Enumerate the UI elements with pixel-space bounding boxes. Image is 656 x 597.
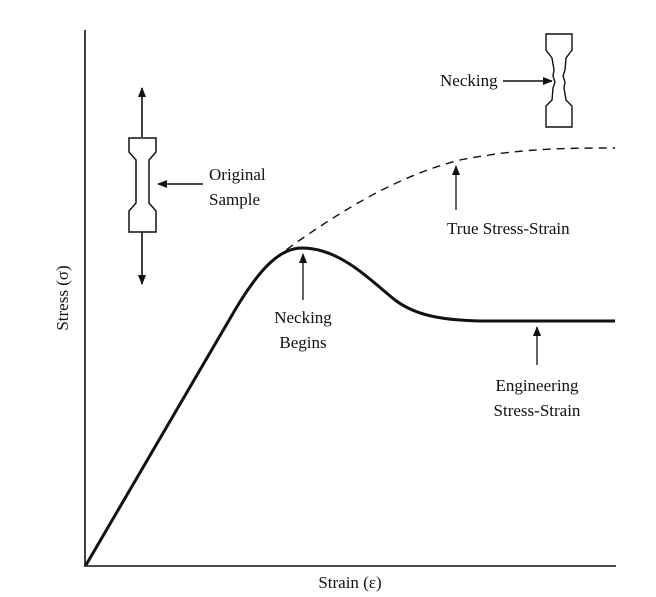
original-sample-label-1: Original bbox=[209, 165, 266, 184]
necking-label: Necking bbox=[440, 71, 498, 90]
engineering-stress-strain-curve bbox=[84, 246, 615, 566]
necked-specimen-icon bbox=[545, 33, 573, 128]
true-stress-strain-curve bbox=[274, 147, 616, 259]
necking-begins-label-2: Begins bbox=[279, 333, 326, 352]
original-sample-label-2: Sample bbox=[209, 190, 260, 209]
engineering-curve-label-2: Stress-Strain bbox=[494, 401, 581, 420]
original-sample-specimen-icon bbox=[128, 87, 157, 285]
necking-begins-label-1: Necking bbox=[274, 308, 332, 327]
y-axis-label: Stress (σ) bbox=[53, 265, 72, 330]
engineering-curve-label-1: Engineering bbox=[495, 376, 579, 395]
true-curve-label: True Stress-Strain bbox=[447, 219, 570, 238]
x-axis-label: Strain (ε) bbox=[318, 573, 381, 592]
